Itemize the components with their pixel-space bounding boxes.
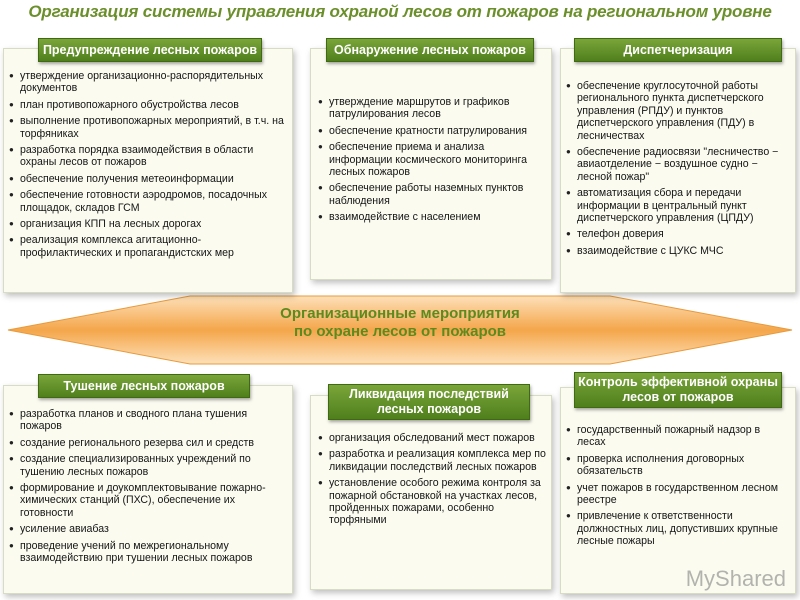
aftermath-header: Ликвидация последствий лесных пожаров: [328, 384, 530, 420]
list-item: утверждение маршрутов и графиков патрули…: [318, 96, 546, 121]
control-header: Контроль эффективной охраны лесов от пож…: [574, 372, 782, 408]
list-item: разработка порядка взаимодействия в обла…: [9, 144, 285, 169]
list-item: выполнение противопожарных мероприятий, …: [9, 115, 285, 140]
list-item: телефон доверия: [566, 228, 792, 241]
center-label-line2: по охране лесов от пожаров: [294, 323, 506, 340]
center-arrow-band: [7, 295, 793, 365]
dispatch-list: обеспечение круглосуточной работы регион…: [566, 80, 792, 261]
prevention-header: Предупреждение лесных пожаров: [38, 38, 262, 62]
list-item: разработка и реализация комплекса мер по…: [318, 448, 546, 473]
list-item: учет пожаров в государственном лесном ре…: [566, 482, 788, 507]
page-title: Организация системы управления охраной л…: [28, 2, 772, 21]
list-item: взаимодействие с населением: [318, 211, 546, 224]
list-item: обеспечение готовности аэродромов, посад…: [9, 189, 285, 214]
list-item: автоматизация сбора и передачи информаци…: [566, 187, 792, 224]
list-item: утверждение организационно-распорядитель…: [9, 70, 285, 95]
list-item: организация обследований мест пожаров: [318, 432, 546, 445]
list-item: привлечение к ответственности должностны…: [566, 510, 788, 547]
list-item: разработка планов и сводного плана тушен…: [9, 408, 287, 433]
list-item: создание регионального резерва сил и сре…: [9, 437, 287, 450]
list-item: проверка исполнения договорных обязатель…: [566, 453, 788, 478]
control-list: государственный пожарный надзор в лесах …: [566, 424, 788, 552]
list-item: усиление авиабаз: [9, 523, 287, 536]
suppression-list: разработка планов и сводного плана тушен…: [9, 408, 287, 568]
list-item: реализация комплекса агитационно-профила…: [9, 234, 285, 259]
list-item: обеспечение радиосвязи "лесничество − ав…: [566, 146, 792, 183]
list-item: обеспечение круглосуточной работы регион…: [566, 80, 792, 142]
detection-list: утверждение маршрутов и графиков патрули…: [318, 96, 546, 228]
list-item: обеспечение кратности патрулирования: [318, 125, 546, 138]
list-item: план противопожарного обустройства лесов: [9, 99, 285, 112]
suppression-header: Тушение лесных пожаров: [38, 374, 250, 398]
list-item: взаимодействие с ЦУКС МЧС: [566, 245, 792, 258]
center-label: Организационные мероприятия по охране ле…: [200, 305, 600, 341]
aftermath-list: организация обследований мест пожаров ра…: [318, 432, 546, 531]
list-item: обеспечение получения метеоинформации: [9, 173, 285, 186]
center-label-line1: Организационные мероприятия: [280, 305, 520, 322]
list-item: организация КПП на лесных дорогах: [9, 218, 285, 231]
detection-header: Обнаружение лесных пожаров: [326, 38, 534, 62]
watermark-logo: MyShared: [685, 566, 786, 591]
list-item: создание специализированных учреждений п…: [9, 453, 287, 478]
list-item: обеспечение работы наземных пунктов набл…: [318, 182, 546, 207]
list-item: формирование и доукомплектовывание пожар…: [9, 482, 287, 519]
list-item: государственный пожарный надзор в лесах: [566, 424, 788, 449]
dispatch-header: Диспетчеризация: [574, 38, 782, 62]
list-item: проведение учений по межрегиональному вз…: [9, 540, 287, 565]
prevention-list: утверждение организационно-распорядитель…: [9, 70, 285, 263]
list-item: установление особого режима контроля за …: [318, 477, 546, 527]
list-item: обеспечение приема и анализа информации …: [318, 141, 546, 178]
